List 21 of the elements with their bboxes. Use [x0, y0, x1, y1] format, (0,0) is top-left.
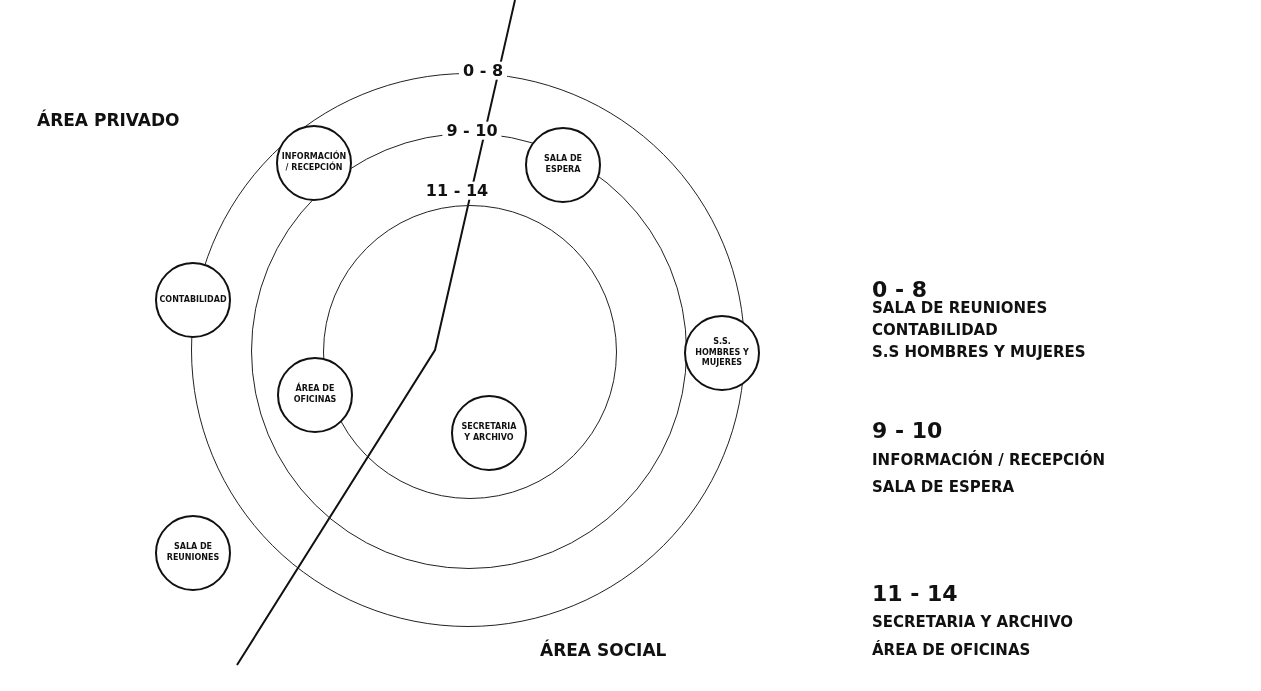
space-name: SALA DE ESPERA	[872, 479, 1015, 496]
space-name: CONTABILIDAD	[872, 322, 998, 339]
space-name: SALA DE REUNIONES	[872, 300, 1048, 317]
range-heading: 0 - 8	[872, 278, 928, 302]
space-label: SECRETARIA Y ARCHIVO	[460, 422, 518, 444]
space-label: SALA DE ESPERA	[542, 154, 584, 176]
space-label: ÁREA DE OFICINAS	[292, 384, 338, 406]
area-label: ÁREA PRIVADO	[37, 111, 180, 130]
space-label: S.S. HOMBRES Y MUJERES	[694, 336, 750, 370]
zone-label: 0 - 8	[459, 61, 507, 80]
space-name: S.S HOMBRES Y MUJERES	[872, 344, 1086, 361]
space-label: INFORMACIÓN / RECEPCIÓN	[280, 152, 348, 174]
zone-label: 9 - 10	[442, 121, 502, 140]
range-heading: 9 - 10	[872, 419, 943, 444]
space-label: CONTABILIDAD	[158, 294, 228, 306]
space-label: SALA DE REUNIONES	[165, 542, 221, 564]
space-name: SECRETARIA Y ARCHIVO	[872, 614, 1073, 631]
space-name: ÁREA DE OFICINAS	[872, 642, 1031, 659]
area-label: ÁREA SOCIAL	[540, 641, 667, 660]
space-name: INFORMACIÓN / RECEPCIÓN	[872, 452, 1105, 469]
range-heading: 11 - 14	[872, 582, 958, 607]
